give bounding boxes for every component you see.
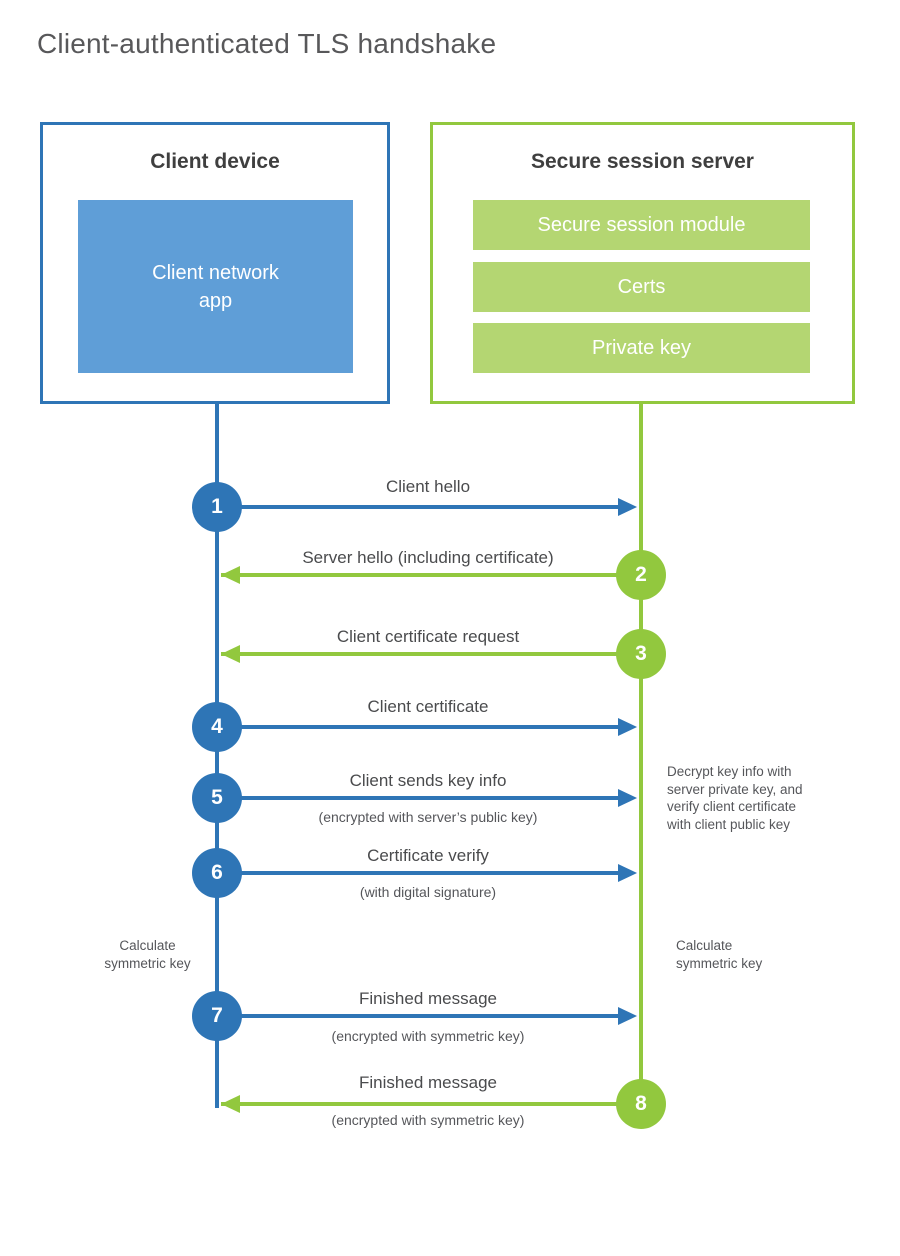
step-5-badge: 5 — [192, 773, 242, 823]
server-decrypt-note: Decrypt key info with server private key… — [667, 764, 803, 832]
step-3-badge: 3 — [616, 629, 666, 679]
step-8-sublabel: (encrypted with symmetric key) — [331, 1112, 525, 1128]
step-2-arrowhead-icon — [221, 566, 240, 584]
server-box: Secure session server Secure session mod… — [430, 122, 855, 404]
server-module-secure-session: Secure session module — [473, 200, 810, 250]
step-1-badge: 1 — [192, 482, 242, 532]
step-1-arrowhead-icon — [618, 498, 637, 516]
client-lifeline — [215, 404, 219, 1108]
step-4-badge: 4 — [192, 702, 242, 752]
step-6-badge: 6 — [192, 848, 242, 898]
client-network-app-module: Client network app — [78, 200, 353, 373]
step-2-label: Server hello (including certificate) — [302, 548, 554, 567]
server-calc-note: Calculate symmetric key — [676, 938, 763, 971]
server-module-private-key: Private key — [473, 323, 810, 373]
server-module-certs: Certs — [473, 262, 810, 312]
step-7-arrowhead-icon — [618, 1007, 637, 1025]
server-box-title: Secure session server — [531, 150, 754, 173]
step-7-badge: 7 — [192, 991, 242, 1041]
step-5-sublabel: (encrypted with server’s public key) — [318, 809, 538, 825]
step-6-arrowhead-icon — [618, 864, 637, 882]
client-calc-note: Calculate symmetric key — [104, 938, 191, 971]
step-7-label: Finished message — [359, 989, 497, 1008]
server-lifeline — [639, 404, 643, 1108]
step-4-label: Client certificate — [367, 697, 489, 716]
step-6-sublabel: (with digital signature) — [359, 884, 497, 900]
step-8-arrow — [221, 1102, 620, 1106]
step-3-label: Client certificate request — [336, 627, 520, 646]
client-device-title: Client device — [150, 150, 280, 173]
step-4-arrowhead-icon — [618, 718, 637, 736]
step-2-badge: 2 — [616, 550, 666, 600]
step-3-arrow — [221, 652, 620, 656]
step-8-badge: 8 — [616, 1079, 666, 1129]
step-7-arrow — [221, 1014, 620, 1018]
step-1-label: Client hello — [385, 477, 471, 496]
step-2-arrow — [221, 573, 620, 577]
step-5-arrow — [221, 796, 620, 800]
step-1-arrow — [221, 505, 620, 509]
step-5-label: Client sends key info — [349, 771, 507, 790]
step-8-arrowhead-icon — [221, 1095, 240, 1113]
step-6-label: Certificate verify — [367, 846, 489, 865]
page-title: Client-authenticated TLS handshake — [37, 28, 497, 59]
step-8-label: Finished message — [359, 1073, 497, 1092]
step-3-arrowhead-icon — [221, 645, 240, 663]
step-7-sublabel: (encrypted with symmetric key) — [331, 1028, 525, 1044]
step-5-arrowhead-icon — [618, 789, 637, 807]
client-device-box: Client device Client network app — [40, 122, 390, 404]
step-4-arrow — [221, 725, 620, 729]
step-6-arrow — [221, 871, 620, 875]
